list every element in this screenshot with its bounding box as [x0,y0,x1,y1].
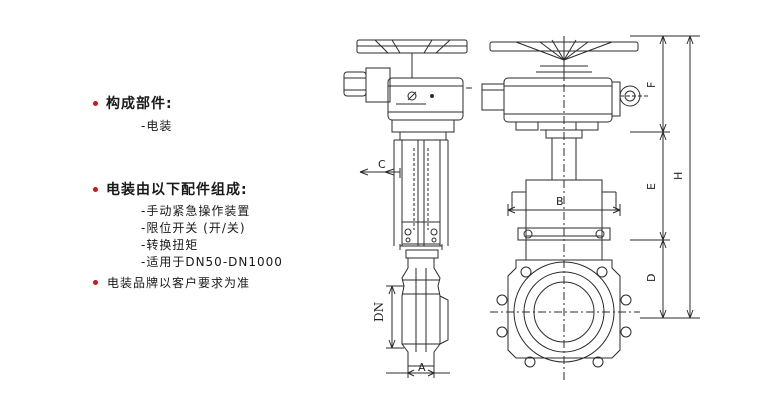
actuator-item: -手动紧急操作装置 [141,204,251,218]
body-front [490,259,640,368]
actuator-item: -适用于DN50-DN1000 [141,255,283,269]
dim-f-label: F [645,82,658,88]
components-item: -电装 [141,119,173,133]
dim-vertical [630,35,700,319]
actuator-item: -转换扭矩 [141,238,199,252]
front-view: B [481,35,700,380]
gearbox-front [481,77,650,131]
dim-d-label: D [645,274,658,282]
bullet-icon [93,100,98,106]
dim-c [359,168,401,178]
side-view: C DN A [343,39,472,378]
dim-a [386,366,450,378]
dim-b-label: B [556,195,564,208]
body-side [401,258,449,367]
dim-dn-label: DN [372,302,386,322]
actuator-heading: 电装由以下配件组成: [93,179,248,199]
bonnet-front [511,179,617,260]
brand-note: 电装品牌以客户要求为准 [93,274,250,291]
gearbox-side [387,77,472,121]
valve-drawing: C DN A [343,35,700,380]
dim-h-label: H [672,172,685,180]
dim-a-label: A [418,361,426,374]
dim-e-label: E [645,183,658,190]
bullet-icon [93,186,98,192]
dim-c-label: C [378,158,386,171]
stem-housing [540,36,588,380]
bullet-icon [93,280,98,285]
dim-dn [386,285,404,349]
dim-b [507,204,621,216]
packing-side [399,221,443,259]
motor-side [343,67,391,103]
spec-notes: 构成部件: -电装 电装由以下配件组成: -手动紧急操作装置 -限位开关 (开/… [0,0,330,401]
components-heading: 构成部件: [93,93,173,113]
handwheel-side [356,39,468,78]
actuator-item: -限位开关 (开/关) [141,221,246,235]
